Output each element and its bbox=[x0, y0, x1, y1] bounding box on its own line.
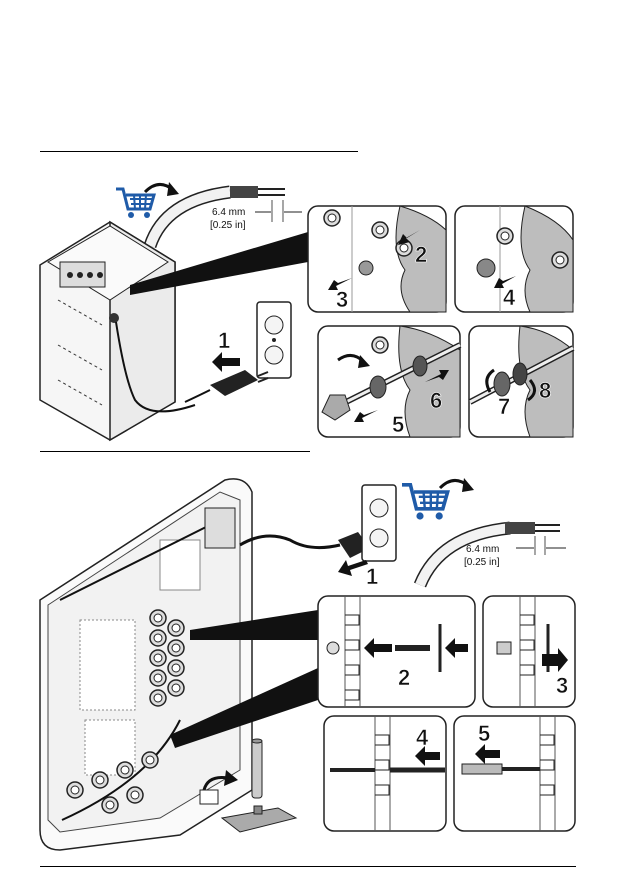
step-4b-label: 4 bbox=[416, 725, 429, 750]
detail-panel-4: 4 bbox=[455, 206, 573, 312]
wall-outlet bbox=[257, 302, 291, 378]
figure-1: 6.4 mm [0.25 in] bbox=[40, 182, 573, 440]
detail-panel-5b: 5 bbox=[454, 716, 575, 831]
step-6-label: 6 bbox=[430, 388, 442, 413]
detail-panel-3b: 3 bbox=[483, 596, 575, 707]
curved-arrow-icon-2 bbox=[440, 478, 474, 492]
power-plug bbox=[185, 370, 268, 402]
detail-panel-4b: 4 bbox=[324, 716, 446, 831]
controller-enclosure bbox=[40, 222, 195, 440]
shopping-cart-icon bbox=[116, 189, 154, 218]
figure-2: 1 6.4 mm [0.25 in] bbox=[40, 478, 575, 850]
step-5b-label: 5 bbox=[478, 721, 490, 746]
detail-panel-5-6: 5 6 bbox=[318, 326, 460, 437]
step-1b-label: 1 bbox=[366, 564, 378, 589]
power-cord bbox=[240, 536, 340, 548]
dimension-mm: 6.4 mm bbox=[212, 207, 245, 218]
detail-panel-2-3: 2 3 bbox=[308, 206, 446, 312]
step-4-label: 4 bbox=[503, 285, 516, 310]
step-3-label: 3 bbox=[336, 287, 348, 312]
step-8-label: 8 bbox=[539, 378, 551, 403]
detail-panel-7-8: 7 8 bbox=[469, 326, 573, 437]
arrow-step-1b bbox=[338, 560, 368, 576]
shopping-cart-icon-2 bbox=[402, 485, 448, 520]
step-1-label: 1 bbox=[218, 328, 230, 353]
dimension-mm-2: 6.4 mm bbox=[466, 544, 499, 555]
step-3b-label: 3 bbox=[556, 673, 568, 698]
step-5-label: 5 bbox=[392, 412, 404, 437]
detail-panel-2b: 2 bbox=[318, 596, 475, 707]
step-7-label: 7 bbox=[498, 394, 510, 419]
dimension-inch: [0.25 in] bbox=[210, 220, 246, 231]
dimension-inch-2: [0.25 in] bbox=[464, 557, 500, 568]
wall-outlet-2 bbox=[362, 485, 396, 561]
arrow-step-1 bbox=[212, 352, 240, 372]
step-2b-label: 2 bbox=[398, 665, 410, 690]
step-2-label: 2 bbox=[415, 242, 427, 267]
